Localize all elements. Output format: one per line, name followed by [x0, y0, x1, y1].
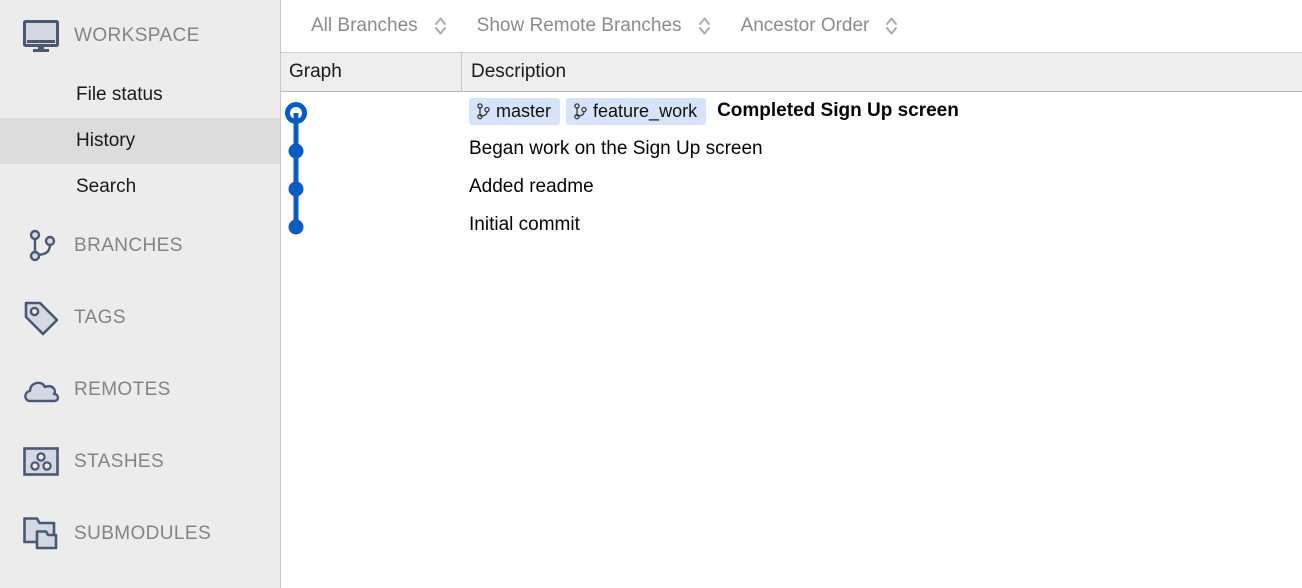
chevron-updown-icon[interactable] — [434, 15, 447, 37]
sidebar-item-label: Search — [76, 176, 137, 197]
column-header-description[interactable]: Description — [462, 52, 1302, 92]
branch-ref-master[interactable]: master — [469, 97, 561, 125]
sidebar-section-label: BRANCHES — [74, 235, 183, 256]
commit-message: Completed Sign Up screen — [717, 100, 959, 121]
table-row[interactable]: Initial commit — [281, 206, 1302, 244]
chevron-updown-icon[interactable] — [885, 15, 898, 37]
order-dropdown[interactable]: Ancestor Order — [741, 8, 929, 44]
sidebar-section-branches[interactable]: BRANCHES — [0, 210, 280, 282]
sidebar-section-remotes[interactable]: REMOTES — [0, 354, 280, 426]
sidebar-section-tags[interactable]: TAGS — [0, 282, 280, 354]
table-row[interactable]: master feature_work — [281, 92, 1302, 130]
table-row[interactable]: Added readme — [281, 168, 1302, 206]
sidebar-section-label: STASHES — [74, 451, 165, 472]
commit-message: Began work on the Sign Up screen — [469, 138, 763, 159]
main-panel: All Branches Show Remote Branches — [281, 0, 1302, 588]
remote-branches-label: Show Remote Branches — [476, 15, 682, 36]
sidebar-section-label: WORKSPACE — [74, 25, 200, 46]
branch-ref-icon — [573, 102, 587, 120]
branch-ref-label: feature_work — [593, 100, 698, 121]
commit-graph — [281, 92, 462, 587]
chevron-updown-icon[interactable] — [698, 15, 711, 37]
branch-ref-label: master — [496, 100, 552, 121]
column-header-graph[interactable]: Graph — [281, 52, 462, 92]
history-toolbar: All Branches Show Remote Branches — [281, 0, 1302, 52]
graph-node — [288, 181, 304, 197]
sidebar-item-history[interactable]: History — [0, 118, 280, 164]
sidebar: WORKSPACE File status History Search BRA… — [0, 0, 281, 588]
sidebar-item-label: File status — [76, 84, 163, 105]
remote-branches-dropdown[interactable]: Show Remote Branches — [477, 8, 741, 44]
commit-rows: master feature_work — [281, 92, 1302, 244]
commit-message: Initial commit — [469, 214, 580, 235]
sidebar-section-submodules[interactable]: SUBMODULES — [0, 498, 280, 570]
table-header: Graph Description — [281, 52, 1302, 92]
branch-ref-icon — [476, 102, 490, 120]
graph-node-head — [285, 102, 307, 124]
graph-node — [288, 143, 304, 159]
sidebar-item-label: History — [76, 130, 136, 151]
monitor-icon — [22, 16, 74, 56]
column-header-label: Graph — [289, 61, 342, 82]
sidebar-section-label: REMOTES — [74, 379, 171, 400]
submodule-icon — [22, 514, 74, 554]
commit-message: Added readme — [469, 176, 594, 197]
branch-filter-label: All Branches — [311, 15, 418, 36]
commit-graph-svg — [285, 102, 307, 235]
table-row[interactable]: Began work on the Sign Up screen — [281, 130, 1302, 168]
sidebar-item-file-status[interactable]: File status — [0, 72, 280, 118]
sidebar-section-workspace[interactable]: WORKSPACE — [0, 0, 280, 72]
graph-node — [288, 219, 304, 235]
sidebar-section-label: TAGS — [74, 307, 126, 328]
cloud-icon — [22, 370, 74, 410]
order-label: Ancestor Order — [740, 15, 870, 36]
stash-icon — [22, 442, 74, 482]
column-header-label: Description — [471, 61, 567, 82]
branch-ref-feature-work[interactable]: feature_work — [566, 97, 707, 125]
sidebar-section-label: SUBMODULES — [74, 523, 212, 544]
branch-icon — [22, 226, 74, 266]
sidebar-section-stashes[interactable]: STASHES — [0, 426, 280, 498]
sidebar-item-search[interactable]: Search — [0, 164, 280, 210]
tag-icon — [22, 298, 74, 338]
commit-list: master feature_work — [281, 92, 1302, 587]
branch-filter-dropdown[interactable]: All Branches — [311, 8, 477, 44]
